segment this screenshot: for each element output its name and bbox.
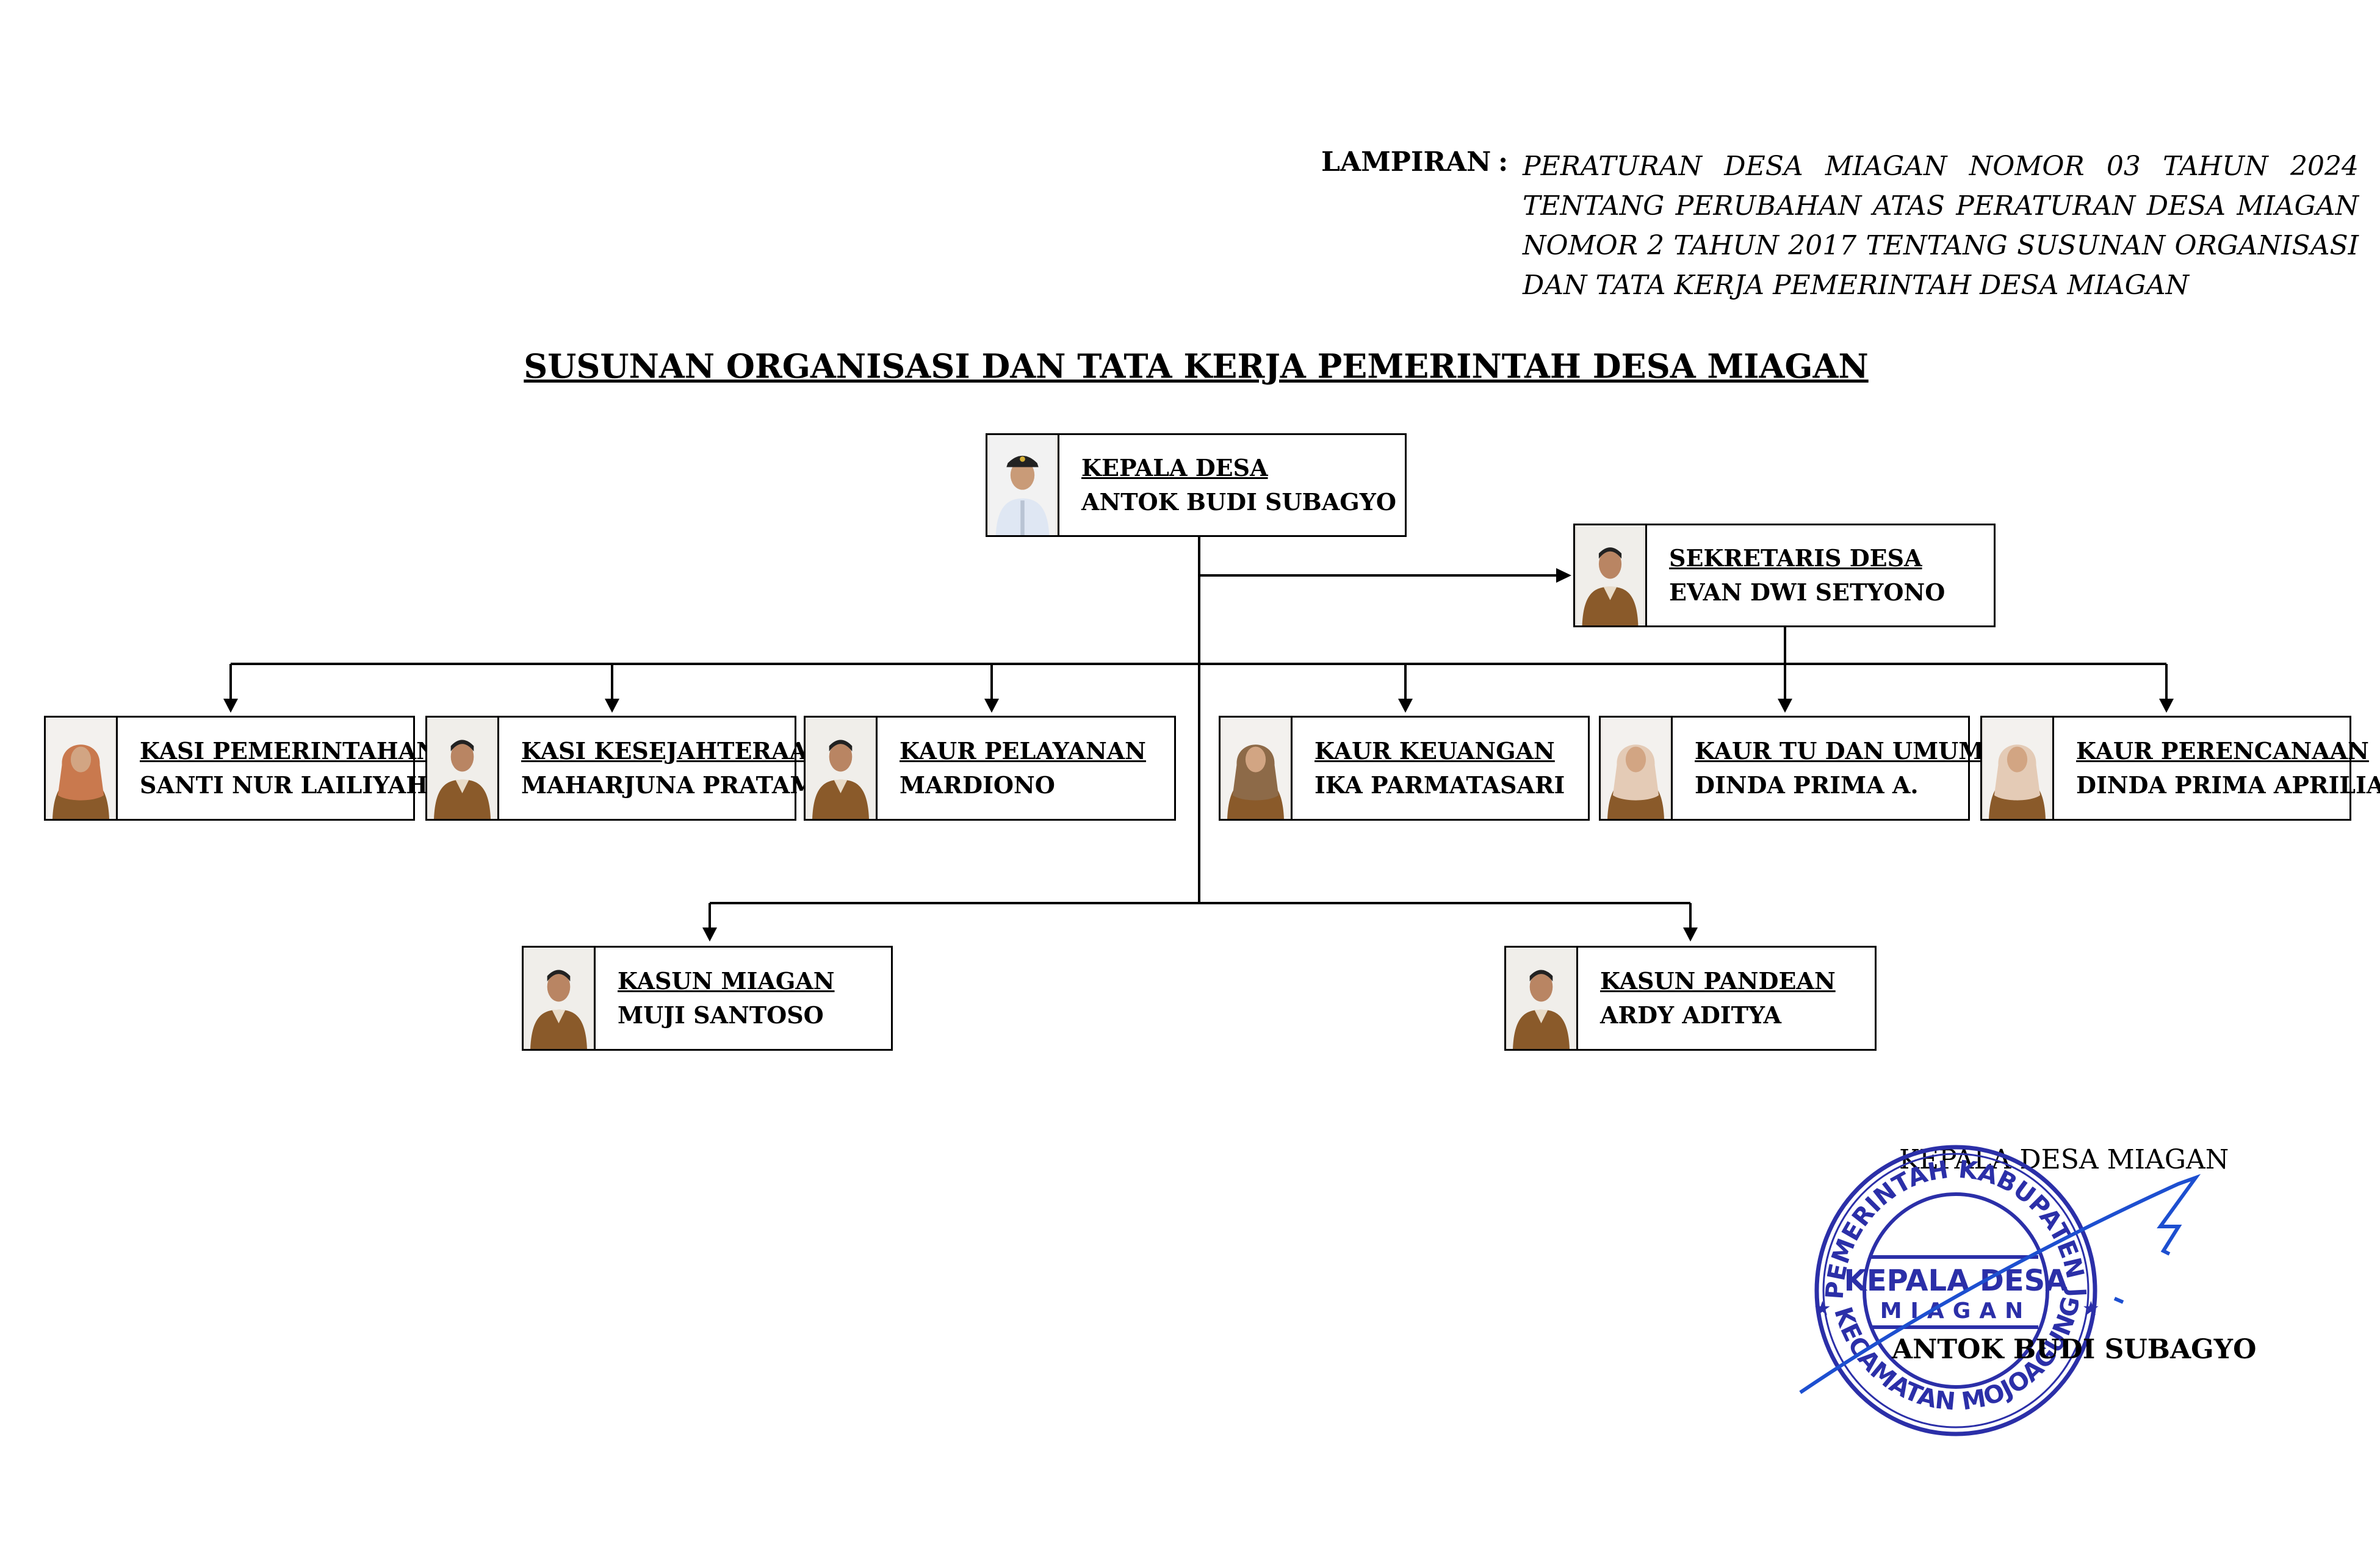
position-text: KASI KESEJAHTERAAN MAHARJUNA PRATAMA bbox=[499, 718, 834, 819]
stamp-center-line1: KEPALA DESA bbox=[1844, 1264, 2068, 1298]
portrait-photo bbox=[1506, 948, 1578, 1049]
arrowhead bbox=[1556, 568, 1571, 583]
position-role: KEPALA DESA bbox=[1081, 454, 1268, 481]
position-holder-name: IKA PARMATASARI bbox=[1314, 771, 1565, 799]
position-holder-name: SANTI NUR LAILIYAH bbox=[140, 771, 428, 799]
position-holder-name: MUJI SANTOSO bbox=[618, 1001, 824, 1029]
position-box-kasi-pemerintahan: KASI PEMERINTAHAN SANTI NUR LAILIYAH bbox=[44, 716, 438, 821]
position-text: SEKRETARIS DESA EVAN DWI SETYONO bbox=[1647, 525, 1945, 625]
position-role: KAUR KEUANGAN bbox=[1314, 737, 1555, 765]
page-title: SUSUNAN ORGANISASI DAN TATA KERJA PEMERI… bbox=[524, 347, 1869, 386]
position-text: KAUR TU DAN UMUM DINDA PRIMA A. bbox=[1673, 718, 1984, 819]
portrait-photo bbox=[1221, 718, 1293, 819]
portrait-photo bbox=[524, 948, 596, 1049]
position-role: KASI PEMERINTAHAN bbox=[140, 737, 438, 765]
lampiran-line: TENTANG PERUBAHAN ATAS PERATURAN DESA MI… bbox=[1523, 190, 2359, 222]
arrowhead bbox=[1398, 699, 1413, 713]
position-box-kaur-perencanaan: KAUR PERENCANAAN DINDA PRIMA APRILIA bbox=[1980, 716, 2380, 821]
position-holder-name: DINDA PRIMA APRILIA bbox=[2076, 771, 2380, 799]
position-role: KASI KESEJAHTERAAN bbox=[521, 737, 829, 765]
position-text: KASUN MIAGAN MUJI SANTOSO bbox=[596, 948, 835, 1049]
portrait-photo bbox=[1601, 718, 1673, 819]
stamp-center-line2: MIAGAN bbox=[1880, 1298, 2032, 1324]
portrait-photo bbox=[1982, 718, 2054, 819]
position-box-kasi-kesejahteraan: KASI KESEJAHTERAAN MAHARJUNA PRATAMA bbox=[425, 716, 834, 821]
arrowhead bbox=[2159, 699, 2174, 713]
position-box-kaur-pelayanan: KAUR PELAYANAN MARDIONO bbox=[804, 716, 1176, 821]
position-holder-name: ARDY ADITYA bbox=[1600, 1001, 1782, 1029]
position-role: KASUN PANDEAN bbox=[1600, 967, 1836, 995]
arrowhead bbox=[223, 699, 238, 713]
position-role: KAUR TU DAN UMUM bbox=[1695, 737, 1985, 765]
portrait-photo bbox=[46, 718, 118, 819]
position-box-kasun-miagan: KASUN MIAGAN MUJI SANTOSO bbox=[522, 946, 893, 1051]
position-role: SEKRETARIS DESA bbox=[1669, 544, 1922, 572]
position-box-kasun-pandean: KASUN PANDEAN ARDY ADITYA bbox=[1504, 946, 1877, 1051]
position-holder-name: MARDIONO bbox=[900, 771, 1055, 799]
signature-name: ANTOK BUDI SUBAGYO bbox=[1892, 1334, 2257, 1365]
arrowhead bbox=[1778, 699, 1792, 713]
lampiran-text: PERATURAN DESA MIAGAN NOMOR 03 TAHUN 202… bbox=[1523, 146, 2359, 305]
position-box-kaur-keuangan: KAUR KEUANGAN IKA PARMATASARI bbox=[1219, 716, 1590, 821]
arrowhead bbox=[984, 699, 999, 713]
lampiran-label: LAMPIRAN bbox=[1321, 146, 1491, 178]
position-text: KASUN PANDEAN ARDY ADITYA bbox=[1578, 948, 1836, 1049]
position-holder-name: EVAN DWI SETYONO bbox=[1669, 578, 1945, 606]
stamp-star-icon: ★ bbox=[1814, 1297, 1831, 1320]
lampiran-line: DAN TATA KERJA PEMERINTAH DESA MIAGAN bbox=[1523, 270, 2189, 301]
position-text: KAUR PELAYANAN MARDIONO bbox=[878, 718, 1146, 819]
position-holder-name: ANTOK BUDI SUBAGYO bbox=[1081, 488, 1396, 516]
position-box-sekretaris-desa: SEKRETARIS DESA EVAN DWI SETYONO bbox=[1573, 524, 1996, 627]
position-text: KASI PEMERINTAHAN SANTI NUR LAILIYAH bbox=[118, 718, 438, 819]
position-holder-name: DINDA PRIMA A. bbox=[1695, 771, 1919, 799]
position-text: KAUR KEUANGAN IKA PARMATASARI bbox=[1293, 718, 1565, 819]
portrait-photo bbox=[806, 718, 878, 819]
position-role: KASUN MIAGAN bbox=[618, 967, 835, 995]
portrait-photo bbox=[987, 435, 1059, 535]
position-text: KEPALA DESA ANTOK BUDI SUBAGYO bbox=[1059, 435, 1396, 535]
stamp-star-icon: ★ bbox=[2082, 1297, 2100, 1320]
handwritten-signature bbox=[1799, 1173, 2201, 1394]
arrowhead bbox=[1683, 927, 1698, 942]
position-role: KAUR PELAYANAN bbox=[900, 737, 1146, 765]
arrowhead bbox=[702, 927, 717, 942]
position-box-kaur-tu-dan-umum: KAUR TU DAN UMUM DINDA PRIMA A. bbox=[1599, 716, 1984, 821]
lampiran-colon: : bbox=[1498, 146, 1509, 178]
portrait-photo bbox=[1575, 525, 1647, 625]
lampiran-line: PERATURAN DESA MIAGAN NOMOR 03 TAHUN 202… bbox=[1523, 151, 2359, 182]
position-holder-name: MAHARJUNA PRATAMA bbox=[521, 771, 834, 799]
arrowhead bbox=[605, 699, 619, 713]
position-text: KAUR PERENCANAAN DINDA PRIMA APRILIA bbox=[2054, 718, 2380, 819]
position-box-kepala-desa: KEPALA DESA ANTOK BUDI SUBAGYO bbox=[986, 433, 1407, 537]
portrait-photo bbox=[427, 718, 499, 819]
position-role: KAUR PERENCANAAN bbox=[2076, 737, 2369, 765]
official-stamp: PEMERINTAH KABUPATEN JOMBANG KECAMATAN M… bbox=[1788, 1135, 2201, 1436]
lampiran-line: NOMOR 2 TAHUN 2017 TENTANG SUSUNAN ORGAN… bbox=[1523, 230, 2359, 261]
